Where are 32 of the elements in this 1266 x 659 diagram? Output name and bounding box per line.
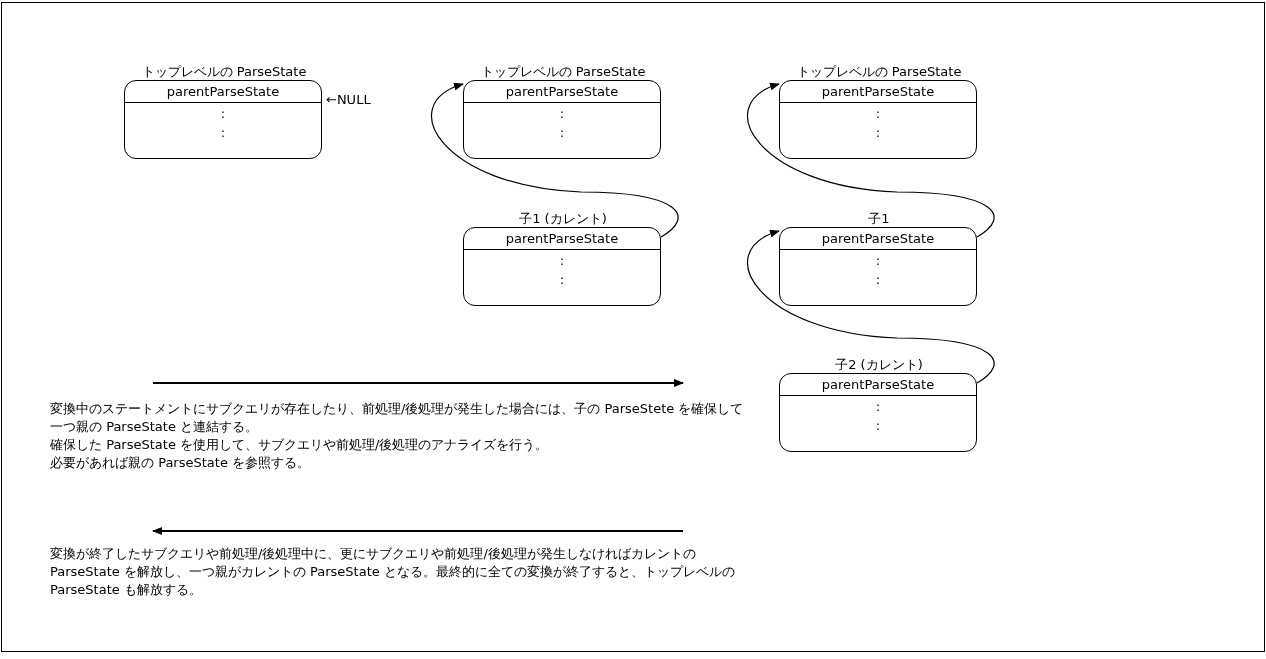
ellipsis-mark: : xyxy=(874,126,882,140)
ellipsis-mark: : xyxy=(558,273,566,287)
ellipsis-mark: : xyxy=(874,107,882,121)
ellipsis-mark: : xyxy=(558,126,566,140)
ellipsis-mark: : xyxy=(874,273,882,287)
struct-heading: 子1 (カレント) xyxy=(518,210,608,228)
pointer-arrow xyxy=(747,83,995,238)
ellipsis-mark: : xyxy=(219,126,227,140)
struct-heading: トップレベルの ParseState xyxy=(140,63,308,81)
ellipsis-mark: : xyxy=(874,254,882,268)
ellipsis-mark: : xyxy=(874,419,882,433)
field-row: parentParseState xyxy=(464,228,660,250)
field-row: parentParseState xyxy=(125,81,321,103)
field-row: parentParseState xyxy=(780,228,976,250)
struct-heading: 子1 xyxy=(867,210,891,228)
struct-heading: トップレベルの ParseState xyxy=(479,63,647,81)
note-text: 変換中のステートメントにサブクエリが存在したり、前処理/後処理が発生した場合には、子の ParseStete を確保して一つ親の ParseState と連結する。 xyxy=(50,400,745,436)
field-row: parentParseState xyxy=(780,374,976,396)
null-label: ←NULL xyxy=(326,91,371,109)
note-text: 確保した ParseState を使用して、サブクエリや前処理/後処理のアナライズを行う。 xyxy=(50,436,549,454)
pointer-arrow xyxy=(747,230,995,384)
field-row: parentParseState xyxy=(464,81,660,103)
ellipsis-mark: : xyxy=(874,400,882,414)
ellipsis-mark: : xyxy=(558,107,566,121)
ellipsis-mark: : xyxy=(219,107,227,121)
note-text: 必要があれば親の ParseState を参照する。 xyxy=(50,454,310,472)
field-row: parentParseState xyxy=(780,81,976,103)
ellipsis-mark: : xyxy=(558,254,566,268)
struct-heading: トップレベルの ParseState xyxy=(795,63,963,81)
pointer-arrow xyxy=(431,83,679,238)
struct-heading: 子2 (カレント) xyxy=(834,356,924,374)
note-text: 変換が終了したサブクエリや前処理/後処理中に、更にサブクエリや前処理/後処理が発生しなければカレントの ParseState を解放し、一つ親がカレントの ParseState となる。最終的に全ての変換が終了すると、トップレベルの ParseState も解放する。 xyxy=(50,545,736,599)
